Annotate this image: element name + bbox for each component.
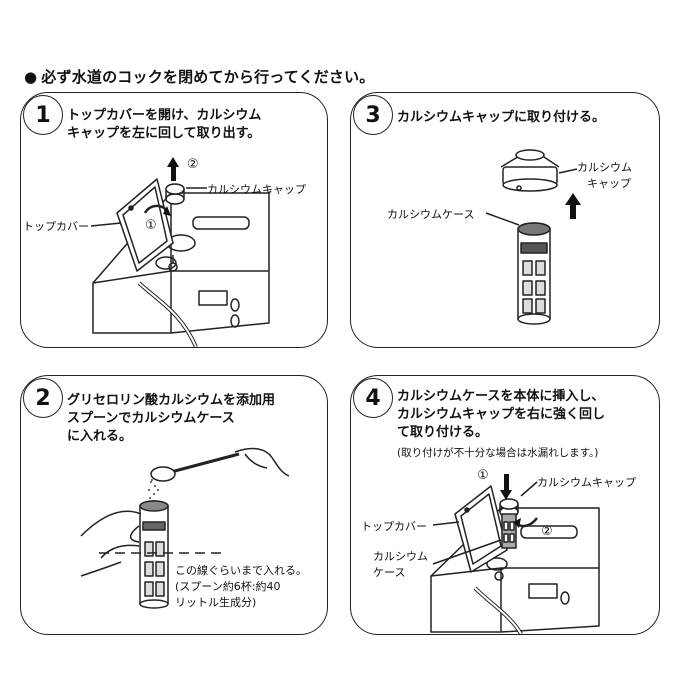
step-2-panel: 2 グリセロリン酸カルシウムを添加用 スプーンでカルシウムケース に入れる。 — [20, 375, 328, 635]
step-1-top-cover-label: トップカバー — [23, 220, 89, 233]
step-3-calcium-cap-label: カルシウム キャップ — [577, 161, 632, 190]
step-3-instruction: カルシウムキャップに取り付ける。 — [397, 110, 606, 125]
step-4-panel: 4 カルシウムケースを本体に挿入し、 カルシウムキャップを右に強く回し て取り付… — [350, 375, 660, 635]
step-2-illustration — [80, 447, 290, 609]
bullet-icon: ● — [24, 68, 38, 86]
step-3-calcium-case-label: カルシウムケース — [387, 208, 475, 221]
step-1-illustration — [90, 157, 272, 347]
step-2-instruction: グリセロリン酸カルシウムを添加用 スプーンでカルシウムケース に入れる。 — [67, 393, 276, 444]
step-4-calcium-case-label: カルシウム ケース — [373, 550, 428, 579]
step-4-mark-1: ① — [477, 468, 489, 483]
step-3-number: 3 — [353, 95, 393, 135]
step-4-number: 4 — [353, 378, 393, 418]
step-1-mark-2: ② — [187, 157, 199, 172]
step-4-warning-note: (取り付けが不十分な場合は水漏れします。) — [397, 447, 599, 459]
step-1-calcium-cap-label: カルシウムキャップ — [207, 183, 306, 196]
step-4-instruction: カルシウムケースを本体に挿入し、 カルシウムキャップを右に強く回し て取り付ける… — [397, 388, 605, 462]
step-4-illustration — [430, 474, 600, 634]
step-3-illustration — [485, 149, 581, 325]
step-2-number: 2 — [23, 378, 63, 418]
step-1-number: 1 — [23, 95, 63, 135]
step-4-mark-2: ② — [541, 524, 553, 539]
step-1-mark-1: ① — [145, 218, 157, 233]
step-1-panel: 1 トップカバーを開け、カルシウム キャップを左に回して取り出す。 — [20, 92, 328, 348]
step-3-panel: 3 カルシウムキャップに取り付ける。 カルシ — [350, 92, 660, 348]
step-4-top-cover-label: トップカバー — [361, 520, 427, 533]
step-1-instruction: トップカバーを開け、カルシウム キャップを左に回して取り出す。 — [67, 108, 262, 141]
safety-notice: ●必ず水道のコックを閉めてから行ってください。 — [24, 66, 375, 87]
step-4-calcium-cap-label: カルシウムキャップ — [537, 476, 636, 489]
step-2-fill-note: この線ぐらいまで入れる。 (スプーン約6杯:約40 リットル生成分) — [175, 564, 307, 609]
notice-text: 必ず水道のコックを閉めてから行ってください。 — [41, 68, 375, 86]
